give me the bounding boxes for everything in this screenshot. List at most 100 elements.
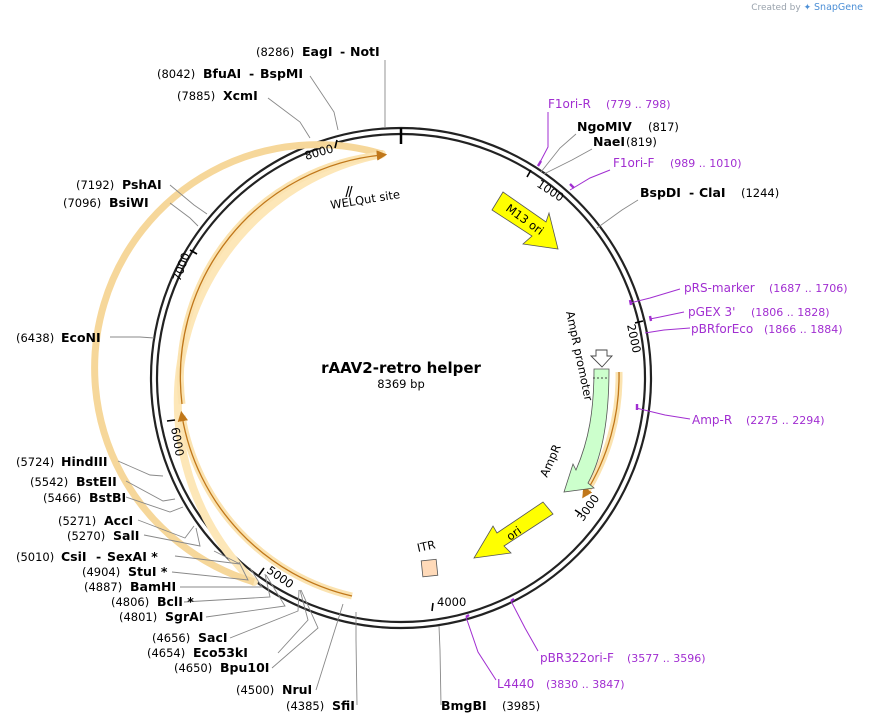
tick-label: 1000 [534, 177, 566, 205]
primer-leader-lines [465, 112, 691, 681]
svg-text:(4500): (4500) [236, 683, 274, 697]
svg-text:(4654): (4654) [147, 646, 185, 660]
enzyme-econi: (6438) EcoNI [16, 330, 101, 345]
svg-text:SgrAI: SgrAI [165, 609, 203, 624]
enzyme-leader-lines [110, 60, 639, 706]
feature-m13-ori: M13 ori [491, 191, 559, 250]
tick-label: 7000 [170, 251, 193, 283]
enzyme-sgrai: (4801) SgrAI [119, 609, 203, 624]
svg-text:(4806): (4806) [111, 595, 149, 609]
svg-text:HindIII: HindIII [61, 454, 108, 469]
svg-text:PshAI: PshAI [122, 177, 162, 192]
svg-text:(5010): (5010) [16, 550, 54, 564]
svg-text:SfiI: SfiI [332, 698, 355, 713]
enzyme-naei: NaeI (819) [593, 134, 657, 149]
enzyme-bsiwi: (7096) BsiWI [63, 195, 149, 210]
svg-text:EagI: EagI [302, 44, 333, 59]
enzyme-sfii: (4385) SfiI [286, 698, 355, 713]
snapgene-logo-icon: ✦ [803, 3, 812, 13]
svg-text:BamHI: BamHI [130, 579, 176, 594]
enzyme-bstbi: (5466) BstBI [43, 490, 126, 505]
svg-text:(4656): (4656) [152, 631, 190, 645]
svg-text:-: - [249, 66, 254, 81]
svg-text:pRS-marker: pRS-marker [684, 281, 755, 295]
svg-text:NotI: NotI [350, 44, 380, 59]
svg-text:-: - [96, 549, 101, 564]
svg-text:(3830 .. 3847): (3830 .. 3847) [546, 678, 625, 691]
primer-f1ori-r: F1ori-R (779 .. 798) [548, 97, 671, 111]
svg-text:pBRforEco: pBRforEco [691, 322, 753, 336]
enzyme-csii-sexai: (5010) CsiI - SexAI * [16, 549, 158, 564]
svg-text:(1244): (1244) [741, 186, 779, 200]
svg-text:(7096): (7096) [63, 196, 101, 210]
svg-text:(2275 .. 2294): (2275 .. 2294) [746, 414, 825, 427]
svg-text:(4385): (4385) [286, 699, 324, 713]
svg-text:(8286): (8286) [256, 45, 294, 59]
enzyme-xcmi: (7885) XcmI [177, 88, 258, 103]
primer-pbrforeco: pBRforEco (1866 .. 1884) [691, 322, 843, 336]
svg-text:(4650): (4650) [174, 661, 212, 675]
svg-text:NgoMIV: NgoMIV [577, 119, 632, 134]
primer-f1ori-f: F1ori-F (989 .. 1010) [613, 156, 742, 170]
svg-text:(4887): (4887) [84, 580, 122, 594]
plasmid-name: rAAV2-retro helper [321, 359, 481, 377]
svg-text:BfuAI: BfuAI [203, 66, 241, 81]
svg-text:(5542): (5542) [30, 475, 68, 489]
svg-text:(5466): (5466) [43, 491, 81, 505]
snapgene-credit: Created by ✦ SnapGene [751, 2, 863, 13]
svg-text:(817): (817) [648, 120, 679, 134]
feature-label: WELQut site [329, 187, 401, 212]
enzyme-bfuai-bspmi: (8042) BfuAI - BspMI [157, 66, 303, 81]
tick-label: 6000 [168, 426, 187, 457]
enzyme-bsteii: (5542) BstEII [30, 474, 117, 489]
svg-text:NruI: NruI [282, 682, 312, 697]
enzyme-bcli: (4806) BclI * [111, 594, 194, 609]
primer-binding-marks [465, 160, 653, 618]
svg-text:BspDI: BspDI [640, 185, 681, 200]
enzyme-eagi-noti: (8286) EagI - NotI [256, 44, 380, 59]
svg-text:(5724): (5724) [16, 455, 54, 469]
enzyme-acci: (5271) AccI [58, 513, 133, 528]
enzyme-pshai: (7192) PshAI [76, 177, 162, 192]
svg-text:EcoNI: EcoNI [61, 330, 101, 345]
svg-text:(989 .. 1010): (989 .. 1010) [670, 157, 742, 170]
enzyme-eco53ki: (4654) Eco53kI [147, 645, 248, 660]
svg-text:SexAI *: SexAI * [107, 549, 158, 564]
svg-text:(1687 .. 1706): (1687 .. 1706) [769, 282, 848, 295]
svg-text:BsiWI: BsiWI [109, 195, 149, 210]
tick-label: 3000 [574, 492, 602, 524]
svg-text:Eco53kI: Eco53kI [193, 645, 248, 660]
svg-text:F1ori-R: F1ori-R [548, 97, 591, 111]
primer-pbr322ori-f: pBR322ori-F (3577 .. 3596) [540, 651, 706, 665]
svg-text:BstBI: BstBI [89, 490, 126, 505]
svg-text:(3577 .. 3596): (3577 .. 3596) [627, 652, 706, 665]
feature-itr: ITR [416, 537, 439, 578]
svg-text:(5271): (5271) [58, 514, 96, 528]
svg-text:pGEX 3': pGEX 3' [688, 305, 735, 319]
enzyme-bspdi-clai: BspDI - ClaI (1244) [640, 185, 779, 200]
svg-text:XcmI: XcmI [223, 88, 258, 103]
primer-l4440: L4440 (3830 .. 3847) [497, 677, 625, 691]
svg-text:(1866 .. 1884): (1866 .. 1884) [764, 323, 843, 336]
svg-text:(3985): (3985) [502, 699, 540, 713]
enzyme-bmgbi: BmgBI (3985) [441, 698, 540, 713]
enzyme-labels: (8286) EagI - NotI (8042) BfuAI - BspMI … [16, 44, 779, 713]
enzyme-sali: (5270) SalI [67, 528, 139, 543]
svg-text:BstEII: BstEII [76, 474, 117, 489]
credit-brand: SnapGene [814, 2, 863, 13]
feature-label: ITR [416, 537, 437, 555]
svg-text:(779 .. 798): (779 .. 798) [606, 98, 671, 111]
svg-text:(1806 .. 1828): (1806 .. 1828) [751, 306, 830, 319]
enzyme-saci: (4656) SacI [152, 630, 228, 645]
svg-text:(4904): (4904) [82, 565, 120, 579]
svg-text:-: - [689, 185, 694, 200]
svg-text:AccI: AccI [104, 513, 133, 528]
primer-amp-r: Amp-R (2275 .. 2294) [692, 413, 825, 427]
feature-ori: ori [473, 501, 554, 559]
svg-text:L4440: L4440 [497, 677, 534, 691]
svg-text:SalI: SalI [113, 528, 139, 543]
enzyme-ngomiv: NgoMIV (817) [577, 119, 679, 134]
svg-text:(8042): (8042) [157, 67, 195, 81]
svg-text:Amp-R: Amp-R [692, 413, 732, 427]
